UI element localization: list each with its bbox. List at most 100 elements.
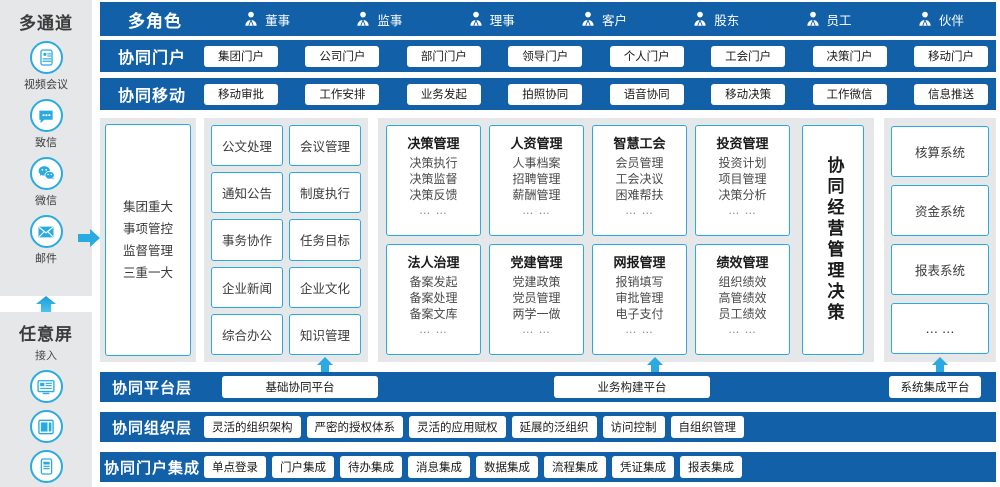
- integration-chip-1[interactable]: 门户集成: [272, 456, 334, 478]
- finance-tile-0[interactable]: 核算系统: [891, 126, 989, 177]
- office-tile-9[interactable]: 知识管理: [289, 313, 361, 355]
- mobile-chip-2[interactable]: 业务发起: [406, 83, 481, 105]
- module-line-5-1: 党员管理: [512, 291, 561, 305]
- mobile-chip-0[interactable]: 移动审批: [204, 83, 278, 105]
- rail-item-video-conference[interactable]: 视频会议: [0, 41, 92, 92]
- person-icon: [694, 11, 706, 26]
- role-item-4[interactable]: 股东: [659, 10, 771, 29]
- tablet-screen-icon: [29, 450, 63, 483]
- portal-chip-2[interactable]: 部门门户: [406, 45, 481, 67]
- module-card-7[interactable]: 绩效管理 组织绩效 高管绩效 员工绩效 … …: [695, 244, 790, 355]
- portal-chip-1[interactable]: 公司门户: [305, 45, 380, 67]
- portal-integration-bar: 协同门户集成 单点登录 门户集成 待办集成 消息集成 数据集成 流程集成 凭证集…: [100, 452, 996, 482]
- module-line-7-2: 员工绩效: [718, 307, 767, 321]
- mobile-chip-4[interactable]: 语音协同: [609, 83, 684, 105]
- org-chip-4[interactable]: 访问控制: [602, 416, 665, 438]
- rail-label-video-conference: 视频会议: [24, 78, 68, 91]
- integration-chip-7[interactable]: 报表集成: [680, 456, 742, 478]
- role-item-6[interactable]: 伙伴: [884, 10, 996, 29]
- portal-chip-3[interactable]: 领导门户: [508, 45, 583, 67]
- mobile-chip-3[interactable]: 拍照协同: [508, 83, 583, 105]
- office-tile-3[interactable]: 制度执行: [289, 172, 361, 214]
- org-chip-0[interactable]: 灵活的组织架构: [204, 416, 301, 438]
- org-bar-label: 协同组织层: [111, 418, 192, 437]
- portal-chip-7[interactable]: 移动门户: [913, 45, 988, 67]
- card-group-major-matters[interactable]: 集团重大 事项管控 监督管理 三重一大: [105, 124, 191, 356]
- mobile-chip-5[interactable]: 移动决策: [711, 83, 786, 105]
- panel-finance-systems: 核算系统 资金系统 报表系统 … …: [884, 118, 996, 362]
- integration-chip-2[interactable]: 待办集成: [340, 456, 402, 478]
- wechat-icon: [29, 157, 63, 190]
- rail-item-wechat[interactable]: 微信: [0, 157, 92, 208]
- mobile-chip-7[interactable]: 信息推送: [913, 83, 988, 105]
- portal-chip-6[interactable]: 决策门户: [812, 45, 887, 67]
- role-bar-label: 多角色: [128, 11, 182, 32]
- platform-chip-1[interactable]: 业务构建平台: [554, 376, 710, 398]
- org-layer-bar: 协同组织层 灵活的组织架构 严密的授权体系 灵活的应用赋权 延展的泛组织 访问控…: [100, 412, 996, 442]
- portal-bar: 协同门户 集团门户 公司门户 部门门户 领导门户 个人门户 工会门户 决策门户 …: [100, 40, 996, 72]
- role-name-1: 监事: [377, 12, 403, 28]
- finance-tile-2[interactable]: 报表系统: [891, 244, 989, 295]
- integration-chip-4[interactable]: 数据集成: [476, 456, 538, 478]
- portal-chip-5[interactable]: 工会门户: [711, 45, 786, 67]
- role-item-1[interactable]: 监事: [322, 10, 434, 29]
- rail-item-desktop[interactable]: [0, 370, 92, 403]
- finance-tile-3[interactable]: … …: [891, 303, 989, 354]
- module-line-5-0: 党建政策: [512, 275, 561, 289]
- module-title-4: 法人治理: [407, 256, 460, 271]
- org-chip-5[interactable]: 自组织管理: [670, 416, 744, 438]
- module-dots-4: … …: [419, 323, 448, 336]
- org-chip-1[interactable]: 严密的授权体系: [306, 416, 403, 438]
- role-name-0: 董事: [265, 12, 291, 28]
- left-rail-anyscreen: 任意屏 接入: [0, 312, 92, 487]
- role-item-3[interactable]: 客户: [547, 10, 659, 29]
- rail-item-zhixin[interactable]: 致信: [0, 99, 92, 150]
- integration-chip-5[interactable]: 流程集成: [544, 456, 606, 478]
- module-line-4-2: 备案文库: [409, 307, 458, 321]
- office-tile-8[interactable]: 综合办公: [211, 313, 283, 355]
- office-tile-6[interactable]: 企业新闻: [211, 266, 283, 308]
- org-chip-3[interactable]: 延展的泛组织: [511, 416, 597, 438]
- module-card-1[interactable]: 人资管理 人事档案 招聘管理 薪酬管理 … …: [489, 125, 584, 236]
- card-collaborative-management-decision[interactable]: 协同经营管理决策: [802, 125, 864, 355]
- office-tile-0[interactable]: 公文处理: [211, 125, 283, 167]
- role-item-0[interactable]: 董事: [210, 10, 322, 29]
- portal-integration-chip-row: 单点登录 门户集成 待办集成 消息集成 数据集成 流程集成 凭证集成 报表集成: [204, 456, 742, 478]
- integration-chip-0[interactable]: 单点登录: [204, 456, 266, 478]
- finance-tile-1[interactable]: 资金系统: [891, 185, 989, 236]
- office-tile-7[interactable]: 企业文化: [289, 266, 361, 308]
- module-line-1-0: 人事档案: [512, 156, 561, 170]
- portal-chip-0[interactable]: 集团门户: [204, 45, 278, 67]
- integration-chip-3[interactable]: 消息集成: [408, 456, 470, 478]
- rail-label-wechat: 微信: [35, 194, 57, 207]
- person-icon: [806, 11, 819, 26]
- mobile-chip-6[interactable]: 工作微信: [812, 83, 887, 105]
- office-tile-5[interactable]: 任务目标: [289, 219, 361, 261]
- arrow-right-to-panel-a-icon: [78, 229, 100, 247]
- mobile-chip-1[interactable]: 工作安排: [305, 83, 380, 105]
- role-item-2[interactable]: 理事: [435, 10, 547, 29]
- role-name-2: 理事: [489, 12, 515, 28]
- rail-label-zhixin: 致信: [35, 136, 57, 149]
- module-card-4[interactable]: 法人治理 备案发起 备案处理 备案文库 … …: [386, 244, 481, 355]
- office-tile-1[interactable]: 会议管理: [289, 125, 361, 167]
- module-dots-7: … …: [728, 323, 757, 336]
- role-list: 董事 监事 理事 客户 股东 员工: [210, 10, 996, 29]
- platform-chip-0[interactable]: 基础协同平台: [222, 376, 378, 398]
- rail-item-tablet[interactable]: [0, 450, 92, 483]
- org-chip-2[interactable]: 灵活的应用赋权: [409, 416, 506, 438]
- rail-item-deskphone[interactable]: [0, 410, 92, 443]
- role-item-5[interactable]: 员工: [771, 10, 883, 29]
- office-tile-4[interactable]: 事务协作: [211, 219, 283, 261]
- module-card-0[interactable]: 决策管理 决策执行 决策监督 决策反馈 … …: [386, 125, 481, 236]
- portal-chip-4[interactable]: 个人门户: [609, 45, 684, 67]
- module-card-2[interactable]: 智慧工会 会员管理 工会决议 困难帮扶 … …: [592, 125, 687, 236]
- module-card-3[interactable]: 投资管理 投资计划 项目管理 决策分析 … …: [695, 125, 790, 236]
- module-line-6-1: 审批管理: [615, 291, 664, 305]
- integration-chip-6[interactable]: 凭证集成: [612, 456, 674, 478]
- office-tile-2[interactable]: 通知公告: [211, 172, 283, 214]
- module-card-6[interactable]: 网报管理 报销填写 审批管理 电子支付 … …: [592, 244, 687, 355]
- module-card-5[interactable]: 党建管理 党建政策 党员管理 两学一做 … …: [489, 244, 584, 355]
- platform-chip-2[interactable]: 系统集成平台: [889, 376, 981, 398]
- rail-item-mail[interactable]: 邮件: [0, 215, 92, 266]
